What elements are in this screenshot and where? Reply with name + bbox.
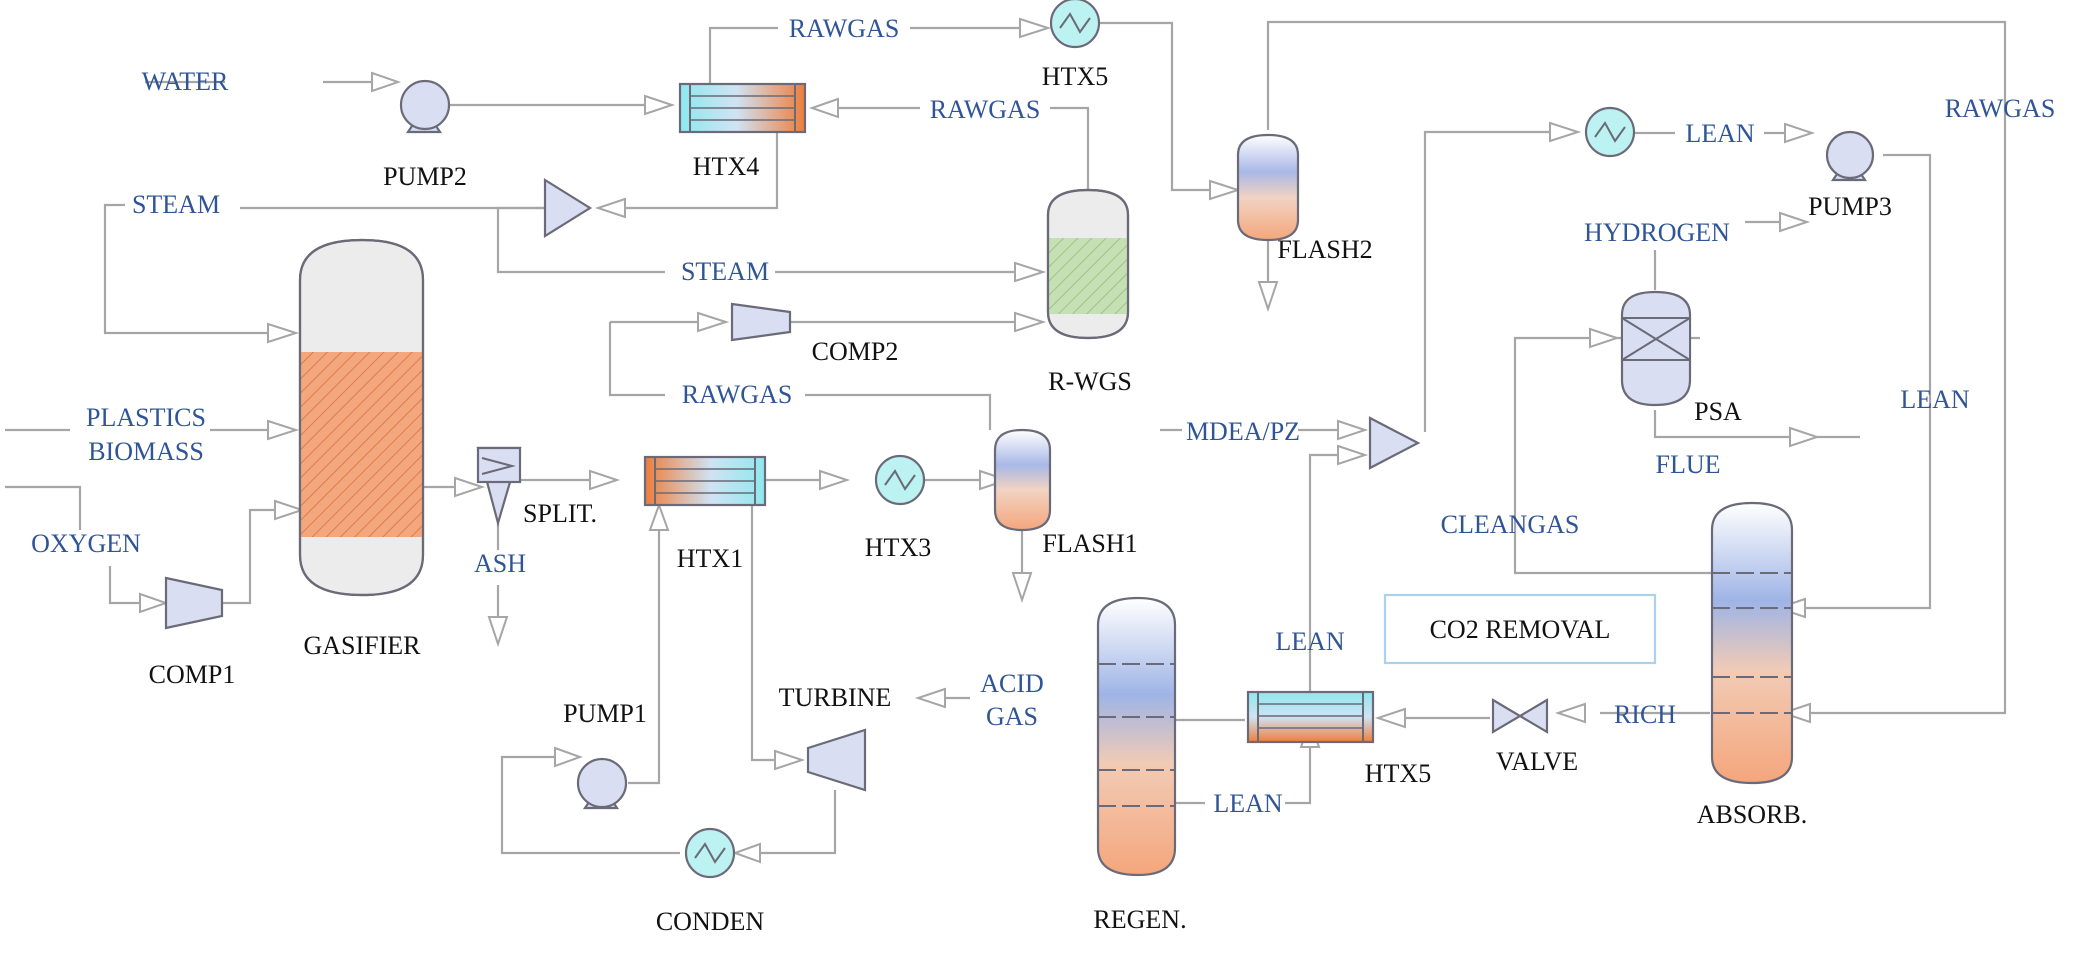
pump3-icon[interactable] bbox=[1825, 130, 1875, 182]
comp1-icon[interactable] bbox=[164, 576, 224, 630]
label-lean-right: LEAN bbox=[1900, 385, 1970, 414]
label-oxygen: OXYGEN bbox=[31, 529, 141, 558]
co2-removal-label: CO2 REMOVAL bbox=[1430, 615, 1611, 644]
label-rawgas-right: RAWGAS bbox=[1945, 94, 2056, 123]
htx5-top-icon[interactable] bbox=[1049, 0, 1101, 49]
splitter-icon[interactable] bbox=[476, 446, 522, 528]
label-lean-bottom: LEAN bbox=[1213, 789, 1283, 818]
co2-removal-box bbox=[1383, 593, 1657, 665]
label-htx5-top: HTX5 bbox=[1042, 62, 1108, 91]
absorber-column-icon[interactable] bbox=[1710, 501, 1794, 785]
label-htx5-bottom: HTX5 bbox=[1365, 759, 1431, 788]
arrowheads bbox=[139, 17, 1821, 864]
label-acid: ACID bbox=[980, 669, 1044, 698]
label-lean-mid: LEAN bbox=[1275, 627, 1345, 656]
gasifier-icon[interactable] bbox=[298, 238, 425, 597]
label-htx4: HTX4 bbox=[693, 152, 759, 181]
conden-icon[interactable] bbox=[684, 827, 736, 879]
label-comp1: COMP1 bbox=[149, 660, 236, 689]
label-valve: VALVE bbox=[1496, 747, 1578, 776]
label-flash2: FLASH2 bbox=[1277, 235, 1372, 264]
label-mdea: MDEA/PZ bbox=[1186, 417, 1300, 446]
label-cleangas: CLEANGAS bbox=[1441, 510, 1580, 539]
pump2-icon[interactable] bbox=[399, 79, 451, 134]
psa-icon[interactable] bbox=[1620, 290, 1692, 407]
stream-lines bbox=[5, 20, 2007, 855]
label-htx1: HTX1 bbox=[677, 544, 743, 573]
htx5-bottom-icon[interactable] bbox=[1246, 690, 1375, 744]
lean-heater-icon[interactable] bbox=[1584, 106, 1636, 158]
label-psa: PSA bbox=[1694, 397, 1742, 426]
label-gasifier: GASIFIER bbox=[303, 631, 421, 660]
stream-labels: WATER RAWGAS RAWGAS RAWGAS RAWGAS STEAM … bbox=[31, 14, 2055, 818]
label-flue: FLUE bbox=[1656, 450, 1721, 479]
label-gas: GAS bbox=[986, 702, 1038, 731]
htx4-icon[interactable] bbox=[678, 82, 807, 134]
rwgs-reactor-icon[interactable] bbox=[1046, 188, 1130, 340]
label-pump3: PUMP3 bbox=[1808, 192, 1892, 221]
label-pump2: PUMP2 bbox=[383, 162, 467, 191]
flash1-icon[interactable] bbox=[993, 428, 1052, 532]
label-hydrogen: HYDROGEN bbox=[1584, 218, 1730, 247]
turbine-icon[interactable] bbox=[806, 728, 867, 792]
label-water: WATER bbox=[142, 67, 229, 96]
label-biomass: BIOMASS bbox=[88, 437, 204, 466]
steam-mixer-icon[interactable] bbox=[543, 178, 593, 238]
label-comp2: COMP2 bbox=[812, 337, 899, 366]
label-htx3: HTX3 bbox=[865, 533, 931, 562]
label-rawgas-htx4: RAWGAS bbox=[930, 95, 1041, 124]
label-turbine: TURBINE bbox=[779, 683, 892, 712]
label-pump1: PUMP1 bbox=[563, 699, 647, 728]
regen-column-icon[interactable] bbox=[1096, 596, 1177, 877]
label-rich: RICH bbox=[1614, 700, 1676, 729]
label-flash1: FLASH1 bbox=[1042, 529, 1137, 558]
label-conden: CONDEN bbox=[656, 907, 765, 936]
label-steam-left: STEAM bbox=[132, 190, 220, 219]
pump1-icon[interactable] bbox=[576, 757, 628, 810]
label-steam-mid: STEAM bbox=[681, 257, 769, 286]
label-rwgs: R-WGS bbox=[1048, 367, 1132, 396]
valve-icon[interactable] bbox=[1491, 698, 1549, 734]
label-split: SPLIT. bbox=[523, 499, 597, 528]
mdea-mixer-icon[interactable] bbox=[1368, 416, 1421, 470]
label-regen: REGEN. bbox=[1093, 905, 1186, 934]
htx1-icon[interactable] bbox=[643, 455, 767, 507]
comp2-icon[interactable] bbox=[730, 302, 792, 342]
label-ash: ASH bbox=[474, 549, 526, 578]
label-lean-top: LEAN bbox=[1685, 119, 1755, 148]
htx3-icon[interactable] bbox=[874, 454, 926, 506]
unit-labels: PUMP2 HTX4 HTX5 FLASH2 PUMP3 COMP2 R-WGS… bbox=[149, 62, 1892, 936]
label-absorb: ABSORB. bbox=[1697, 800, 1808, 829]
label-rawgas-flash1: RAWGAS bbox=[682, 380, 793, 409]
flash2-icon[interactable] bbox=[1236, 133, 1300, 242]
label-rawgas-top: RAWGAS bbox=[789, 14, 900, 43]
label-plastics: PLASTICS bbox=[86, 403, 206, 432]
